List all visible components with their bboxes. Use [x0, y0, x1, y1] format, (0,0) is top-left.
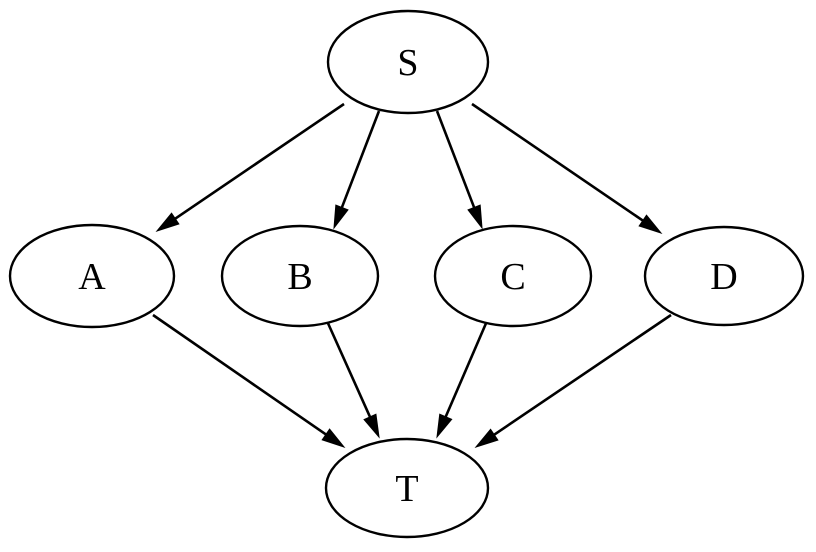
node-ellipse[interactable]	[643, 225, 805, 327]
node-label: A	[78, 256, 106, 298]
edge-line	[435, 110, 476, 208]
edges-layer	[152, 102, 672, 449]
edge-line	[174, 102, 345, 220]
arrowhead-icon	[333, 204, 349, 230]
arrowhead-icon	[321, 428, 346, 449]
node-ellipse[interactable]	[433, 224, 593, 328]
edge-line	[340, 110, 381, 208]
node-label: C	[500, 256, 525, 298]
arrowhead-icon	[436, 413, 453, 439]
node-b[interactable]: B	[220, 224, 380, 328]
arrowhead-icon	[363, 413, 380, 439]
edge-a-to-t	[152, 313, 346, 449]
node-ellipse[interactable]	[326, 9, 490, 115]
arrowhead-icon	[638, 214, 663, 234]
node-label: D	[710, 256, 737, 298]
edge-s-to-b	[333, 110, 381, 230]
edge-s-to-a	[155, 102, 345, 232]
edge-line	[471, 102, 644, 222]
node-ellipse[interactable]	[324, 437, 490, 539]
node-c[interactable]: C	[433, 224, 593, 328]
edge-c-to-t	[436, 320, 489, 439]
arrowhead-icon	[155, 212, 180, 232]
edge-s-to-c	[435, 110, 483, 230]
edge-line	[152, 313, 327, 436]
edge-b-to-t	[325, 320, 380, 439]
node-s[interactable]: S	[326, 9, 490, 115]
node-label: S	[397, 42, 418, 84]
node-ellipse[interactable]	[220, 224, 380, 328]
node-a[interactable]: A	[8, 223, 176, 329]
nodes-layer: S A B C D T	[8, 9, 805, 539]
node-ellipse[interactable]	[8, 223, 176, 329]
edge-d-to-t	[474, 313, 672, 448]
arrowhead-icon	[474, 428, 499, 448]
arrowhead-icon	[467, 204, 483, 230]
edge-s-to-d	[471, 102, 663, 234]
edge-line	[325, 320, 372, 418]
edge-line	[444, 320, 489, 418]
edge-line	[493, 313, 672, 436]
node-label: B	[287, 256, 312, 298]
node-label: T	[395, 468, 418, 510]
node-t[interactable]: T	[324, 437, 490, 539]
node-d[interactable]: D	[643, 225, 805, 327]
